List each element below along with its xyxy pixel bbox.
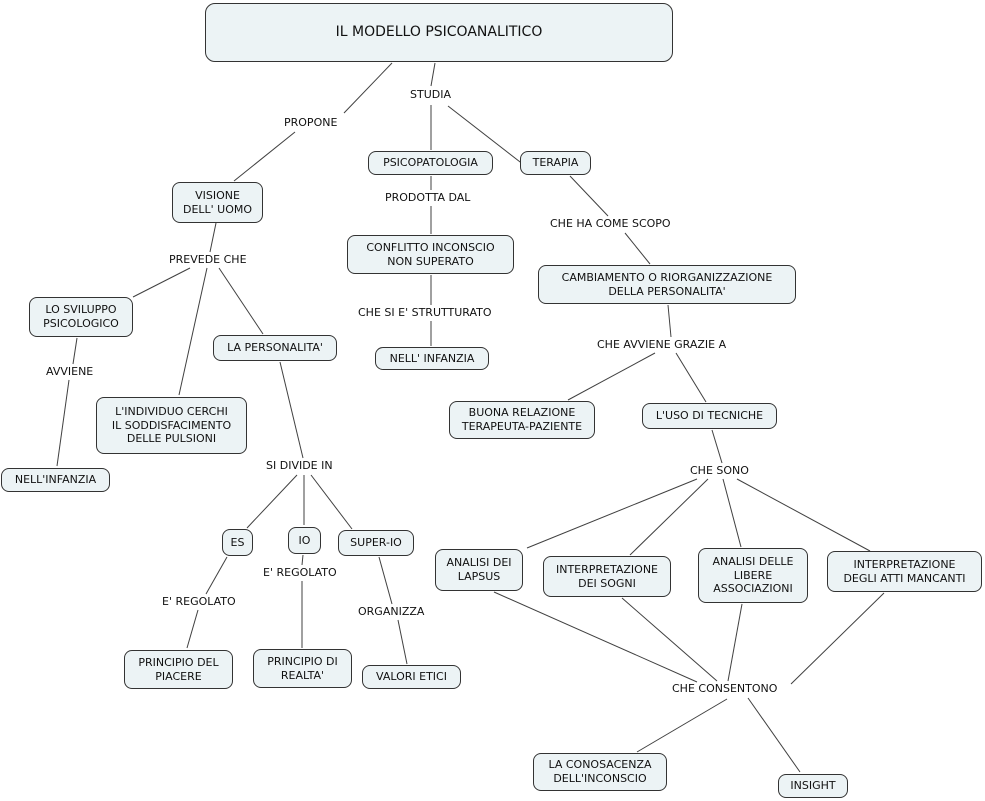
connector (722, 478, 742, 548)
link-label-che-ha-come-scopo[interactable]: CHE HA COME SCOPO (549, 217, 672, 231)
node-nell-infanzia-sinistra[interactable]: NELL'INFANZIA (1, 468, 110, 492)
connector (430, 62, 436, 87)
connector (233, 131, 296, 182)
connector (246, 474, 298, 529)
node-analisi-libere-associazioni[interactable]: ANALISI DELLE LIBERE ASSOCIAZIONI (698, 548, 808, 603)
connector (636, 698, 728, 753)
node-conosacenza-inconscio[interactable]: LA CONOSACENZA DELL'INCONSCIO (533, 753, 667, 791)
link-label-prevede-che[interactable]: PREVEDE CHE (168, 253, 248, 267)
connector (790, 592, 885, 685)
connector (209, 222, 217, 253)
connector (747, 697, 801, 773)
node-valori-etici[interactable]: VALORI ETICI (362, 665, 461, 689)
connector (567, 352, 656, 401)
connector (343, 62, 393, 114)
node-uso-di-tecniche[interactable]: L'USO DI TECNICHE (642, 403, 777, 429)
node-psicopatologia[interactable]: PSICOPATOLOGIA (368, 151, 493, 175)
node-insight[interactable]: INSIGHT (778, 774, 848, 798)
connector (493, 591, 698, 683)
link-label-e-regolato-es[interactable]: E' REGOLATO (161, 595, 237, 609)
link-label-si-divide-in[interactable]: SI DIVIDE IN (265, 459, 334, 473)
link-label-che-consentono[interactable]: CHE CONSENTONO (671, 682, 779, 696)
connector (279, 361, 304, 459)
link-label-che-si-e-strutturato[interactable]: CHE SI E' STRUTTURATO (357, 306, 493, 320)
connector (56, 379, 70, 467)
node-cambiamento-riorganizzazione[interactable]: CAMBIAMENTO O RIORGANIZZAZIONE DELLA PER… (538, 265, 796, 304)
node-il-modello-psicoanalitico[interactable]: IL MODELLO PSICOANALITICO (205, 3, 673, 62)
link-label-studia[interactable]: STUDIA (409, 88, 452, 102)
connector (132, 267, 191, 298)
link-label-che-avviene-grazie-a[interactable]: CHE AVVIENE GRAZIE A (596, 338, 728, 352)
connector (447, 105, 525, 166)
link-label-e-regolato-io[interactable]: E' REGOLATO (262, 566, 338, 580)
node-visione-dell-uomo[interactable]: VISIONE DELL' UOMO (172, 182, 263, 223)
node-io[interactable]: IO (288, 527, 321, 554)
node-individuo-soddisfacimento-pulsioni[interactable]: L'INDIVIDUO CERCHI IL SODDISFACIMENTO DE… (96, 397, 247, 454)
connector (526, 478, 698, 549)
connector (736, 478, 871, 552)
node-la-personalita[interactable]: LA PERSONALITA' (213, 335, 337, 361)
connector (310, 474, 353, 530)
node-interpretazione-atti-mancanti[interactable]: INTERPRETAZIONE DEGLI ATTI MANCANTI (827, 551, 982, 592)
link-label-propone[interactable]: PROPONE (283, 116, 339, 130)
connector (186, 609, 199, 649)
node-super-io[interactable]: SUPER-IO (338, 530, 414, 556)
node-buona-relazione-terapeuta-paziente[interactable]: BUONA RELAZIONE TERAPEUTA-PAZIENTE (449, 401, 595, 439)
node-lo-sviluppo-psicologico[interactable]: LO SVILUPPO PSICOLOGICO (29, 297, 133, 337)
link-label-prodotta-dal[interactable]: PRODOTTA DAL (384, 191, 472, 205)
node-analisi-dei-lapsus[interactable]: ANALISI DEI LAPSUS (435, 549, 523, 591)
node-nell-infanzia-centro[interactable]: NELL' INFANZIA (375, 347, 489, 370)
link-label-che-sono[interactable]: CHE SONO (689, 464, 750, 478)
connector (727, 603, 743, 682)
connector (72, 337, 78, 365)
connector (711, 429, 723, 464)
link-label-avviene[interactable]: AVVIENE (45, 365, 95, 379)
connector (569, 175, 609, 217)
connector (667, 304, 672, 338)
connector (205, 556, 228, 595)
node-conflitto-inconscio[interactable]: CONFLITTO INCONSCIO NON SUPERATO (347, 235, 514, 274)
node-principio-del-piacere[interactable]: PRINCIPIO DEL PIACERE (124, 650, 233, 689)
connector (178, 267, 208, 396)
connector (301, 554, 304, 566)
node-es[interactable]: ES (222, 529, 253, 556)
connector (629, 478, 709, 556)
connector (378, 556, 393, 605)
connector (624, 232, 651, 265)
connector (675, 352, 707, 403)
node-interpretazione-dei-sogni[interactable]: INTERPRETAZIONE DEI SOGNI (543, 556, 671, 597)
node-terapia[interactable]: TERAPIA (520, 151, 591, 175)
node-principio-di-realta[interactable]: PRINCIPIO DI REALTA' (253, 649, 352, 688)
connector (397, 619, 408, 665)
link-label-organizza[interactable]: ORGANIZZA (357, 605, 426, 619)
connector (621, 597, 718, 682)
connector (218, 267, 264, 335)
